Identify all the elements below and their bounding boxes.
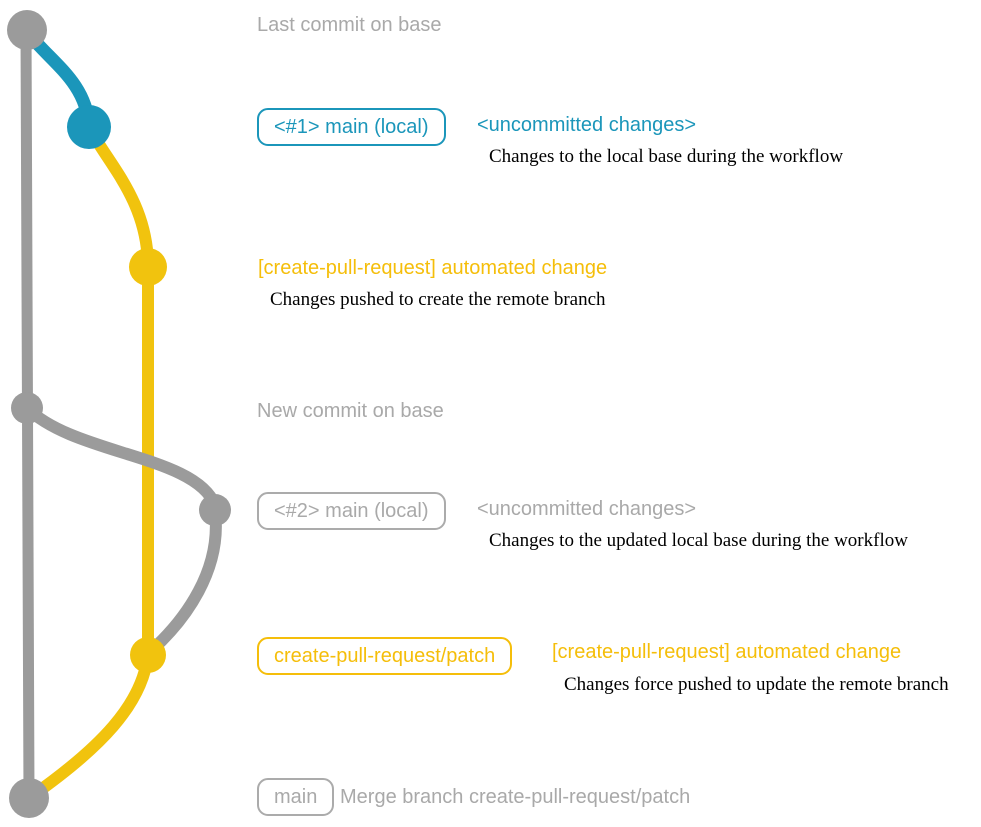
change-heading-automated-1: [create-pull-request] automated change [258, 257, 608, 279]
commit-node-automated-change-2 [130, 637, 166, 673]
commit-node-main-local-2 [199, 494, 231, 526]
branch-badge-create-pull-request-patch: create-pull-request/patch [257, 637, 513, 675]
change-heading-uncommitted-1: <uncommitted changes> [477, 114, 697, 136]
branch-badge-main-local-1: <#1> main (local) [257, 108, 446, 146]
branch-line-gray-update-out [21, 402, 221, 511]
branch-line-gray-update-in [146, 506, 222, 656]
commit-node-merge [9, 778, 49, 818]
change-description-automated-1: Changes pushed to create the remote bran… [270, 289, 606, 310]
branch-badge-main: main [257, 778, 335, 816]
branch-badge-main-local-2: <#2> main (local) [257, 492, 446, 530]
commit-node-automated-change-1 [129, 248, 167, 286]
change-heading-uncommitted-2: <uncommitted changes> [477, 498, 697, 520]
commit-node-last-base [7, 10, 47, 50]
change-description-uncommitted-1: Changes to the local base during the wor… [489, 146, 844, 167]
commit-title-merge: Merge branch create-pull-request/patch [340, 786, 691, 808]
commit-node-main-local-1 [67, 105, 111, 149]
change-heading-automated-2: [create-pull-request] automated change [552, 641, 902, 663]
branch-line-yellow-merge [26, 649, 154, 802]
change-description-automated-2: Changes force pushed to update the remot… [564, 674, 949, 695]
commit-node-new-base [11, 392, 43, 424]
change-description-uncommitted-2: Changes to the updated local base during… [489, 530, 908, 551]
commit-title-new-base: New commit on base [257, 400, 444, 422]
commit-title-last-base: Last commit on base [257, 14, 442, 36]
branch-line-yellow-upper [83, 121, 154, 273]
